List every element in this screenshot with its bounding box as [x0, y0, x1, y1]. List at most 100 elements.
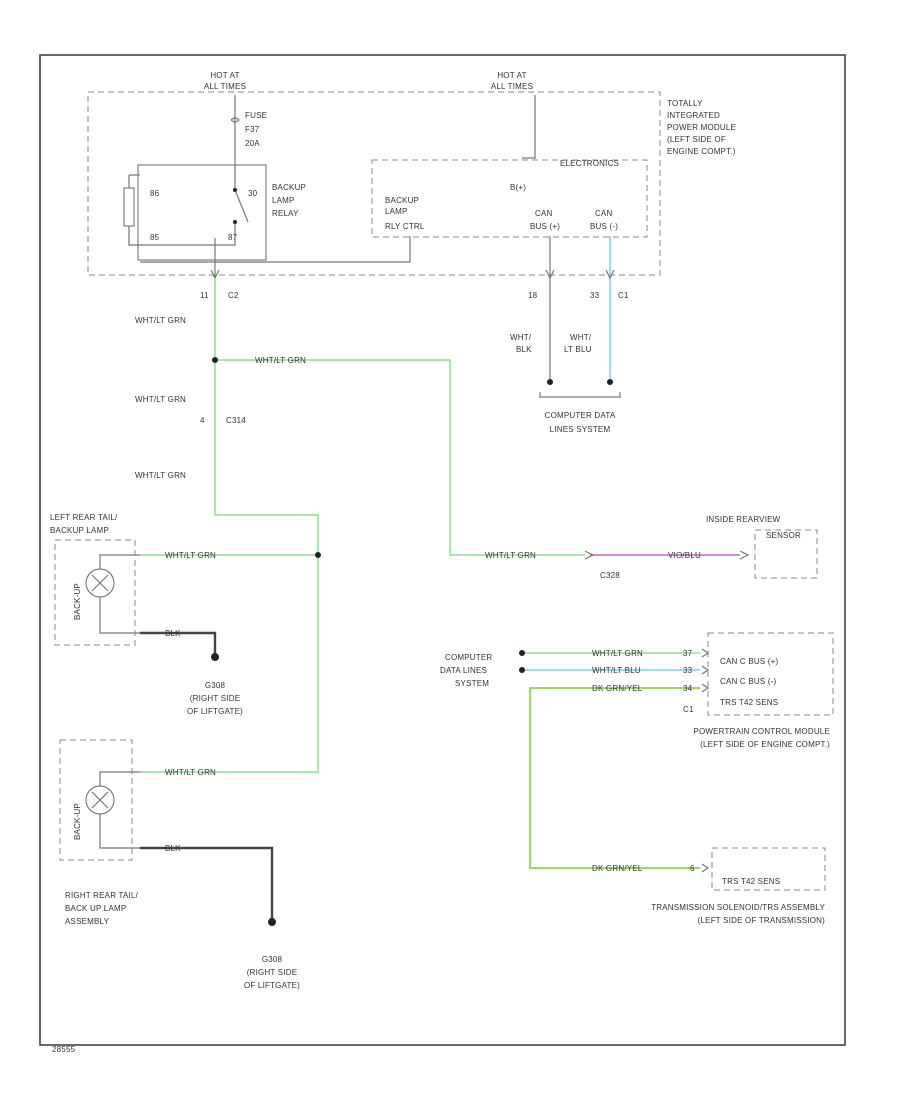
- left-lamp-internal-wire: [99, 554, 140, 634]
- wire-color-label: WHT/LT GRN: [165, 768, 216, 777]
- relay-pin: 85: [150, 233, 160, 242]
- connector-pin: 33: [683, 666, 693, 675]
- tipm-label: (LEFT SIDE OF: [667, 135, 726, 144]
- trs-function-label: TRS T42 SENS: [722, 877, 780, 886]
- wire-color-label: WHT/LT BLU: [592, 666, 641, 675]
- pcm-label: POWERTRAIN CONTROL MODULE: [693, 727, 830, 736]
- connector-symbol: [701, 648, 710, 693]
- bulb-label: BACK-UP: [73, 803, 82, 840]
- wire-color-label: BLK: [165, 629, 181, 638]
- relay-contact: [233, 220, 237, 224]
- wire-color-label: DK GRN/YEL: [592, 684, 643, 693]
- relay-coil: [123, 187, 135, 227]
- wire-color-label: WHT/LT GRN: [592, 649, 643, 658]
- computer-data-lines-label: COMPUTER: [445, 653, 492, 662]
- terminal-dot: [519, 667, 525, 673]
- pcm-function-label: CAN C BUS (+): [720, 657, 779, 666]
- relay-label: BACKUP: [272, 183, 306, 192]
- computer-data-lines-label: DATA LINES: [440, 666, 487, 675]
- connector-pin: 18: [528, 291, 538, 300]
- ground-dot: [268, 918, 276, 926]
- fuse-label: F37: [245, 125, 260, 134]
- bulb-label: BACK-UP: [73, 583, 82, 620]
- backup-lamp-rly-ctrl-label: LAMP: [385, 207, 408, 216]
- terminal-dot: [547, 379, 553, 385]
- connector-c328: C328: [600, 571, 620, 580]
- tipm-label: POWER MODULE: [667, 123, 736, 132]
- hot-at-all-times-label: HOT AT: [497, 71, 526, 80]
- computer-data-lines-label: SYSTEM: [455, 679, 489, 688]
- wire-color-label: WHT/: [570, 333, 592, 342]
- connector-c2: C2: [228, 291, 239, 300]
- ground-label: (RIGHT SIDE: [190, 694, 241, 703]
- wire-blk-ground-2: [140, 846, 274, 920]
- connector-symbol: [584, 550, 750, 560]
- backup-lamp-rly-ctrl-label: RLY CTRL: [385, 222, 425, 231]
- connector-symbol: [545, 269, 615, 280]
- bracket: [539, 392, 621, 398]
- wire-color-label: WHT/LT GRN: [165, 551, 216, 560]
- terminal-dot: [607, 379, 613, 385]
- relay-label: LAMP: [272, 196, 295, 205]
- splice-dot: [212, 357, 218, 363]
- tipm-label: ENGINE COMPT.): [667, 147, 736, 156]
- diagram-frame: [39, 54, 846, 1046]
- diagram-code: 28555: [52, 1045, 76, 1054]
- pcm-box: [707, 632, 834, 716]
- trs-label: TRANSMISSION SOLENOID/TRS ASSEMBLY: [651, 903, 825, 912]
- pcm-label: (LEFT SIDE OF ENGINE COMPT.): [700, 740, 830, 749]
- wire-color-label: BLK: [516, 345, 532, 354]
- relay-contact: [233, 188, 237, 192]
- pcm-function-label: TRS T42 SENS: [720, 698, 778, 707]
- right-lamp-label: BACK UP LAMP: [65, 904, 126, 913]
- connector-pin: 6: [690, 864, 695, 873]
- bulb-filament: [91, 574, 109, 592]
- ground-label: G308: [262, 955, 283, 964]
- hot-at-all-times-label: ALL TIMES: [491, 82, 533, 91]
- can-bus-neg-label: BUS (-): [590, 222, 618, 231]
- wire-color-label: WHT/LT GRN: [135, 471, 186, 480]
- wire-color-label: WHT/LT GRN: [485, 551, 536, 560]
- relay-pin: 30: [248, 189, 258, 198]
- relay-control-wire: [129, 174, 411, 263]
- connector-c314: C314: [226, 416, 246, 425]
- terminal-dot: [519, 650, 525, 656]
- ground-label: G308: [205, 681, 226, 690]
- left-rear-lamp-box: [54, 539, 136, 646]
- bplus-feed-wire: [522, 95, 536, 159]
- splice-dot: [315, 552, 321, 558]
- wire-color-label: WHT/LT GRN: [135, 395, 186, 404]
- ground-label: OF LIFTGATE): [187, 707, 243, 716]
- wire-wht-ltgrn-mirror: [215, 359, 585, 556]
- connector-symbol: [701, 863, 710, 873]
- wire-color-label: WHT/LT GRN: [135, 316, 186, 325]
- can-bus-pos-label: CAN: [535, 209, 553, 218]
- trs-label: (LEFT SIDE OF TRANSMISSION): [698, 916, 825, 925]
- pcm-function-label: CAN C BUS (-): [720, 677, 777, 686]
- tipm-module-box: [87, 91, 661, 276]
- mirror-label: INSIDE REARVIEW: [706, 515, 781, 524]
- wire-color-label: LT BLU: [564, 345, 592, 354]
- hot-at-all-times-label: ALL TIMES: [204, 82, 246, 91]
- electronics-box: [371, 159, 648, 238]
- wire-wht-ltgrn-main: [140, 278, 319, 773]
- right-rear-lamp-box: [59, 739, 133, 861]
- fuse-label: 20A: [245, 139, 260, 148]
- fuse-label: FUSE: [245, 111, 267, 120]
- bulb-filament: [91, 791, 109, 809]
- can-bus-neg-label: CAN: [595, 209, 613, 218]
- connector-c1: C1: [618, 291, 629, 300]
- computer-data-lines-label: COMPUTER DATA: [545, 411, 616, 420]
- wire-color-label: WHT/LT GRN: [255, 356, 306, 365]
- backup-lamp-relay: [137, 164, 267, 261]
- connector-pin: 33: [590, 291, 600, 300]
- connector-pin: 11: [200, 291, 209, 300]
- connector-c1: C1: [683, 705, 694, 714]
- left-lamp-label: BACKUP LAMP: [50, 526, 109, 535]
- ground-dot: [211, 653, 219, 661]
- right-lamp-label: RIGHT REAR TAIL/: [65, 891, 139, 900]
- ground-label: OF LIFTGATE): [244, 981, 300, 990]
- relay-coil-wire: [128, 175, 215, 246]
- fuse-symbol: [230, 117, 240, 123]
